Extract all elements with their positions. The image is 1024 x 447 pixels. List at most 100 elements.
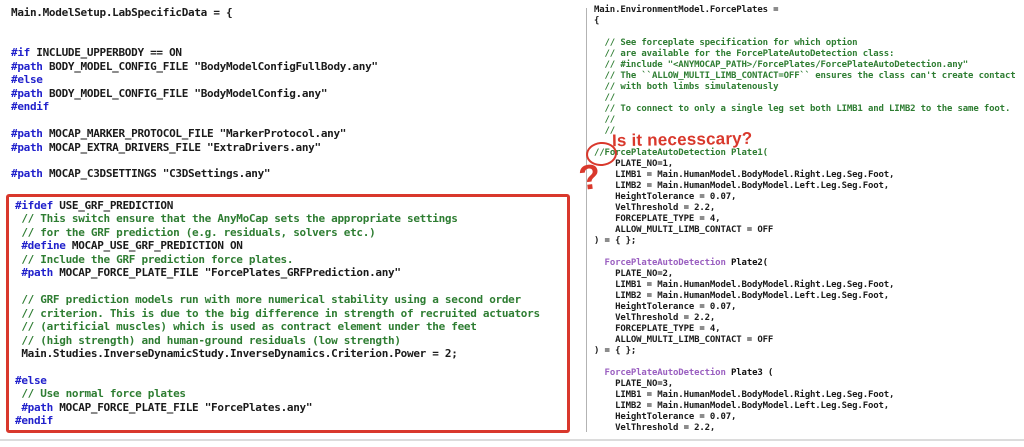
code-segment: MOCAP_MARKER_PROTOCOL_FILE "MarkerProtoc… bbox=[42, 127, 347, 141]
code-line bbox=[11, 33, 378, 46]
code-segment: // bbox=[594, 93, 616, 103]
code-line: { bbox=[594, 16, 1015, 27]
red-question-annotation: Is it necesscary? bbox=[611, 128, 753, 151]
code-segment: LIMB1 = Main.HumanModel.BodyModel.Right.… bbox=[594, 390, 895, 400]
code-segment: Plate3 ( bbox=[731, 368, 774, 378]
code-segment: ALLOW_MULTI_LIMB_CONTACT = OFF bbox=[594, 225, 774, 235]
bottom-divider-line bbox=[0, 439, 1024, 441]
code-segment: PLATE_NO=3, bbox=[594, 379, 674, 389]
code-segment: LIMB2 = Main.HumanModel.BodyModel.Left.L… bbox=[594, 291, 890, 301]
code-line: VelThreshold = 2.2, bbox=[594, 203, 1015, 214]
code-segment: // See forceplate specification for whic… bbox=[594, 38, 858, 48]
code-segment: MOCAP_FORCE_PLATE_FILE "ForcePlates.any" bbox=[52, 400, 313, 414]
code-segment: FORCEPLATE_TYPE = 4, bbox=[594, 214, 721, 224]
code-line: #else bbox=[15, 374, 567, 387]
code-line bbox=[11, 154, 378, 167]
code-segment: ForcePlateAutoDetection Plate1( bbox=[604, 148, 768, 158]
code-segment: BODY_MODEL_CONFIG_FILE "BodyModelConfigF… bbox=[42, 59, 378, 73]
code-line: #define MOCAP_USE_GRF_PREDICTION ON bbox=[15, 239, 567, 252]
code-segment: LIMB2 = Main.HumanModel.BodyModel.Left.L… bbox=[594, 181, 890, 191]
code-segment: // The ``ALLOW_MULTI_LIMB_CONTACT=OFF`` … bbox=[594, 71, 1016, 81]
code-line: // The ``ALLOW_MULTI_LIMB_CONTACT=OFF`` … bbox=[594, 71, 1016, 82]
code-line bbox=[11, 114, 378, 127]
code-line: FORCEPLATE_TYPE = 4, bbox=[594, 214, 1015, 225]
code-segment: #path bbox=[11, 167, 43, 181]
code-line: PLATE_NO=1, bbox=[594, 159, 1015, 170]
code-line: #path MOCAP_EXTRA_DRIVERS_FILE "ExtraDri… bbox=[11, 141, 378, 154]
code-line: #path BODY_MODEL_CONFIG_FILE "BodyModelC… bbox=[11, 60, 378, 73]
forceplates-code-block: Main.EnvironmentModel.ForcePlates ={ // … bbox=[594, 5, 1016, 434]
code-line bbox=[594, 357, 1015, 368]
code-segment: Plate2( bbox=[731, 258, 768, 268]
code-segment: Main.EnvironmentModel.ForcePlates = bbox=[594, 5, 779, 15]
code-segment: ForcePlateAutoDetection bbox=[604, 368, 726, 378]
code-line: ) = { }; bbox=[594, 346, 1015, 357]
code-segment: // (artificial muscles) which is used as… bbox=[15, 320, 477, 334]
code-line bbox=[594, 247, 1015, 258]
code-line: //ForcePlateAutoDetection Plate1( bbox=[594, 148, 1015, 159]
code-segment: #path bbox=[21, 400, 53, 414]
code-line: // Include the GRF prediction force plat… bbox=[15, 253, 567, 266]
code-segment: // are available for the ForcePlateAutoD… bbox=[594, 49, 895, 59]
code-segment: HeightTolerance = 0.07, bbox=[594, 192, 737, 202]
code-line: // (high strength) and human-ground resi… bbox=[15, 334, 567, 347]
code-segment: // bbox=[594, 126, 616, 136]
code-line: // criterion. This is due to the big dif… bbox=[15, 307, 567, 320]
code-segment bbox=[594, 368, 605, 378]
code-segment: #path bbox=[11, 127, 43, 141]
code-segment: ForcePlateAutoDetection bbox=[604, 258, 726, 268]
code-line: LIMB1 = Main.HumanModel.BodyModel.Right.… bbox=[594, 280, 1015, 291]
code-line: LIMB2 = Main.HumanModel.BodyModel.Left.L… bbox=[594, 291, 1015, 302]
code-line: #if INCLUDE_UPPERBODY == ON bbox=[11, 46, 378, 59]
code-segment: MOCAP_C3DSETTINGS "C3DSettings.any" bbox=[42, 167, 271, 181]
code-line: // Use normal force plates bbox=[15, 387, 567, 400]
code-segment: BODY_MODEL_CONFIG_FILE "BodyModelConfig.… bbox=[42, 86, 328, 100]
panel-divider-line bbox=[586, 8, 587, 432]
code-line: ) = { }; bbox=[594, 236, 1015, 247]
code-line: ALLOW_MULTI_LIMB_CONTACT = OFF bbox=[594, 225, 1015, 236]
code-segment: INCLUDE_UPPERBODY == ON bbox=[29, 46, 182, 60]
code-segment: VelThreshold = 2.2, bbox=[594, 423, 716, 433]
code-segment: // GRF prediction models run with more n… bbox=[15, 293, 521, 307]
code-line: #else bbox=[11, 73, 378, 86]
code-segment: #else bbox=[15, 373, 47, 387]
code-segment: ) = { }; bbox=[594, 236, 637, 246]
code-segment: // Use normal force plates bbox=[15, 387, 186, 401]
code-line: // bbox=[594, 93, 1015, 104]
code-line: // bbox=[594, 126, 1015, 137]
code-segment: MOCAP_EXTRA_DRIVERS_FILE "ExtraDrivers.a… bbox=[42, 140, 321, 154]
code-line: Main.ModelSetup.LabSpecificData = { bbox=[11, 6, 378, 19]
code-segment: #endif bbox=[11, 100, 49, 114]
code-line: // for the GRF prediction (e.g. residual… bbox=[15, 226, 567, 239]
code-line bbox=[15, 360, 567, 373]
code-segment: HeightTolerance = 0.07, bbox=[594, 412, 737, 422]
code-segment: PLATE_NO=2, bbox=[594, 269, 674, 279]
code-line bbox=[594, 27, 1015, 38]
code-segment: // with both limbs simulatenously bbox=[594, 82, 779, 92]
left-code-top-block: Main.ModelSetup.LabSpecificData = { #if … bbox=[11, 6, 378, 181]
code-line: // with both limbs simulatenously bbox=[594, 82, 1015, 93]
code-line: HeightTolerance = 0.07, bbox=[594, 412, 1015, 423]
code-segment: // (high strength) and human-ground resi… bbox=[15, 333, 401, 347]
code-line: PLATE_NO=3, bbox=[594, 379, 1015, 390]
code-line: ALLOW_MULTI_LIMB_CONTACT = OFF bbox=[594, 335, 1015, 346]
code-segment: LIMB1 = Main.HumanModel.BodyModel.Right.… bbox=[594, 170, 895, 180]
code-segment: HeightTolerance = 0.07, bbox=[594, 302, 737, 312]
code-line: LIMB2 = Main.HumanModel.BodyModel.Left.L… bbox=[594, 181, 1015, 192]
code-line bbox=[15, 280, 567, 293]
code-line: // (artificial muscles) which is used as… bbox=[15, 320, 567, 333]
code-line: #endif bbox=[15, 414, 567, 427]
code-line: #path MOCAP_C3DSETTINGS "C3DSettings.any… bbox=[11, 167, 378, 180]
code-segment: FORCEPLATE_TYPE = 4, bbox=[594, 324, 721, 334]
code-segment: // #include "<ANYMOCAP_PATH>/ForcePlates… bbox=[594, 60, 969, 70]
code-line: #endif bbox=[11, 100, 378, 113]
code-line: // To connect to only a single leg set b… bbox=[594, 104, 1015, 115]
code-segment: MOCAP_USE_GRF_PREDICTION ON bbox=[65, 239, 243, 253]
code-segment: #endif bbox=[15, 414, 53, 428]
code-segment: MOCAP_FORCE_PLATE_FILE "ForcePlates_GRFP… bbox=[52, 266, 401, 280]
code-segment: #define bbox=[21, 239, 66, 253]
code-line: #ifdef USE_GRF_PREDICTION bbox=[15, 199, 567, 212]
code-segment: // This switch ensure that the AnyMoCap … bbox=[15, 212, 458, 226]
code-segment: ) = { }; bbox=[594, 346, 637, 356]
